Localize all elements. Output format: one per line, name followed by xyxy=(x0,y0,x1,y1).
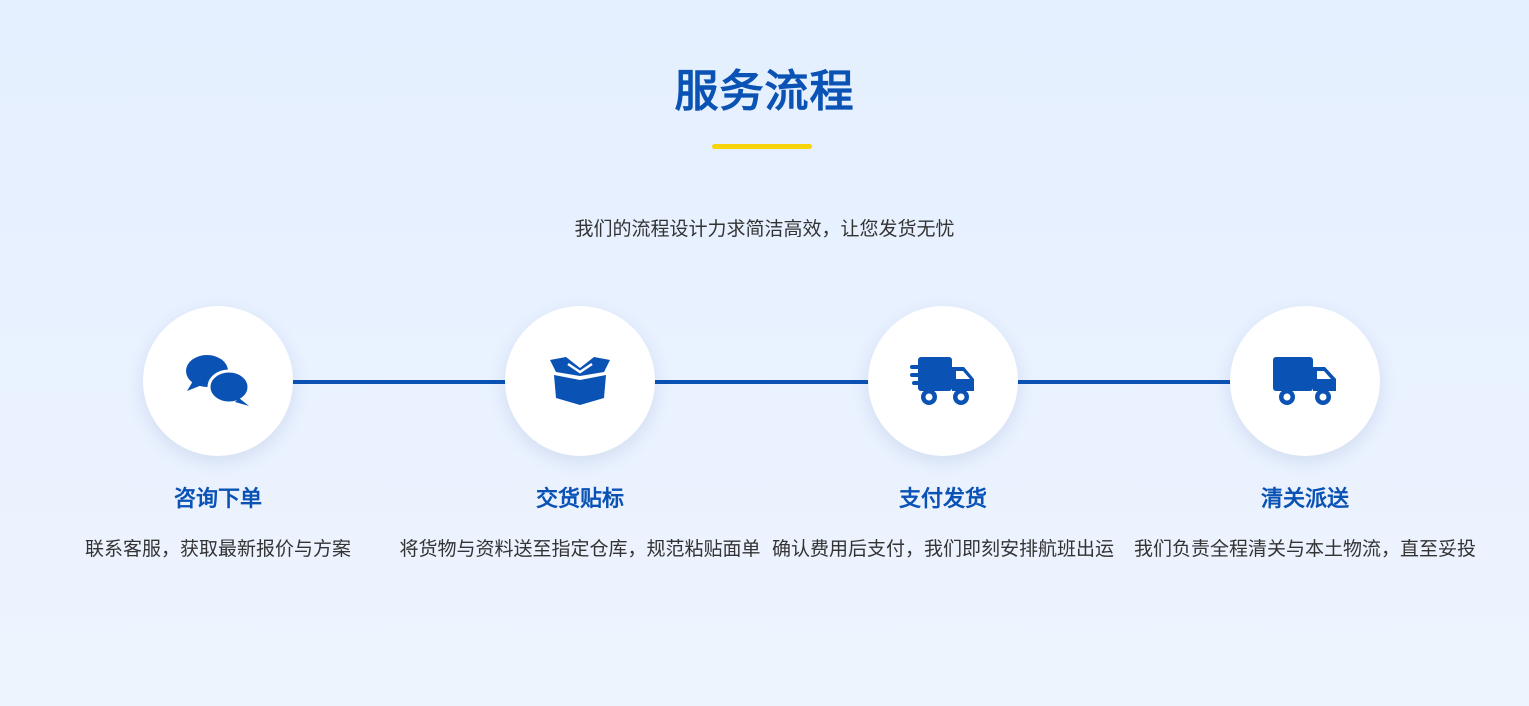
step-2-description: 将货物与资料送至指定仓库，规范粘贴面单 xyxy=(399,538,761,560)
fast-truck-icon xyxy=(910,357,974,405)
delivery-truck-icon xyxy=(1273,357,1336,405)
step-4-icon-circle xyxy=(1230,306,1380,456)
open-box-icon xyxy=(550,357,610,405)
title-underline xyxy=(712,144,812,149)
step-1-title: 咨询下单 xyxy=(173,487,262,512)
step-3-title: 支付发货 xyxy=(898,487,987,512)
step-4-title: 清关派送 xyxy=(1260,487,1349,512)
step-3-description: 确认费用后支付，我们即刻安排航班出运 xyxy=(771,538,1114,560)
step-1-description: 联系客服，获取最新报价与方案 xyxy=(84,538,351,560)
process-connector-line xyxy=(218,380,1305,384)
step-2-icon-circle xyxy=(505,306,655,456)
step-1-icon-circle xyxy=(143,306,293,456)
step-3-icon-circle xyxy=(868,306,1018,456)
section-subtitle: 我们的流程设计力求简洁高效，让您发货无忧 xyxy=(574,218,955,240)
step-4-description: 我们负责全程清关与本土物流，直至妥投 xyxy=(1133,538,1476,560)
chat-bubbles-icon xyxy=(186,355,251,406)
section-title: 服务流程 xyxy=(674,66,855,117)
step-2-title: 交货贴标 xyxy=(535,487,624,512)
